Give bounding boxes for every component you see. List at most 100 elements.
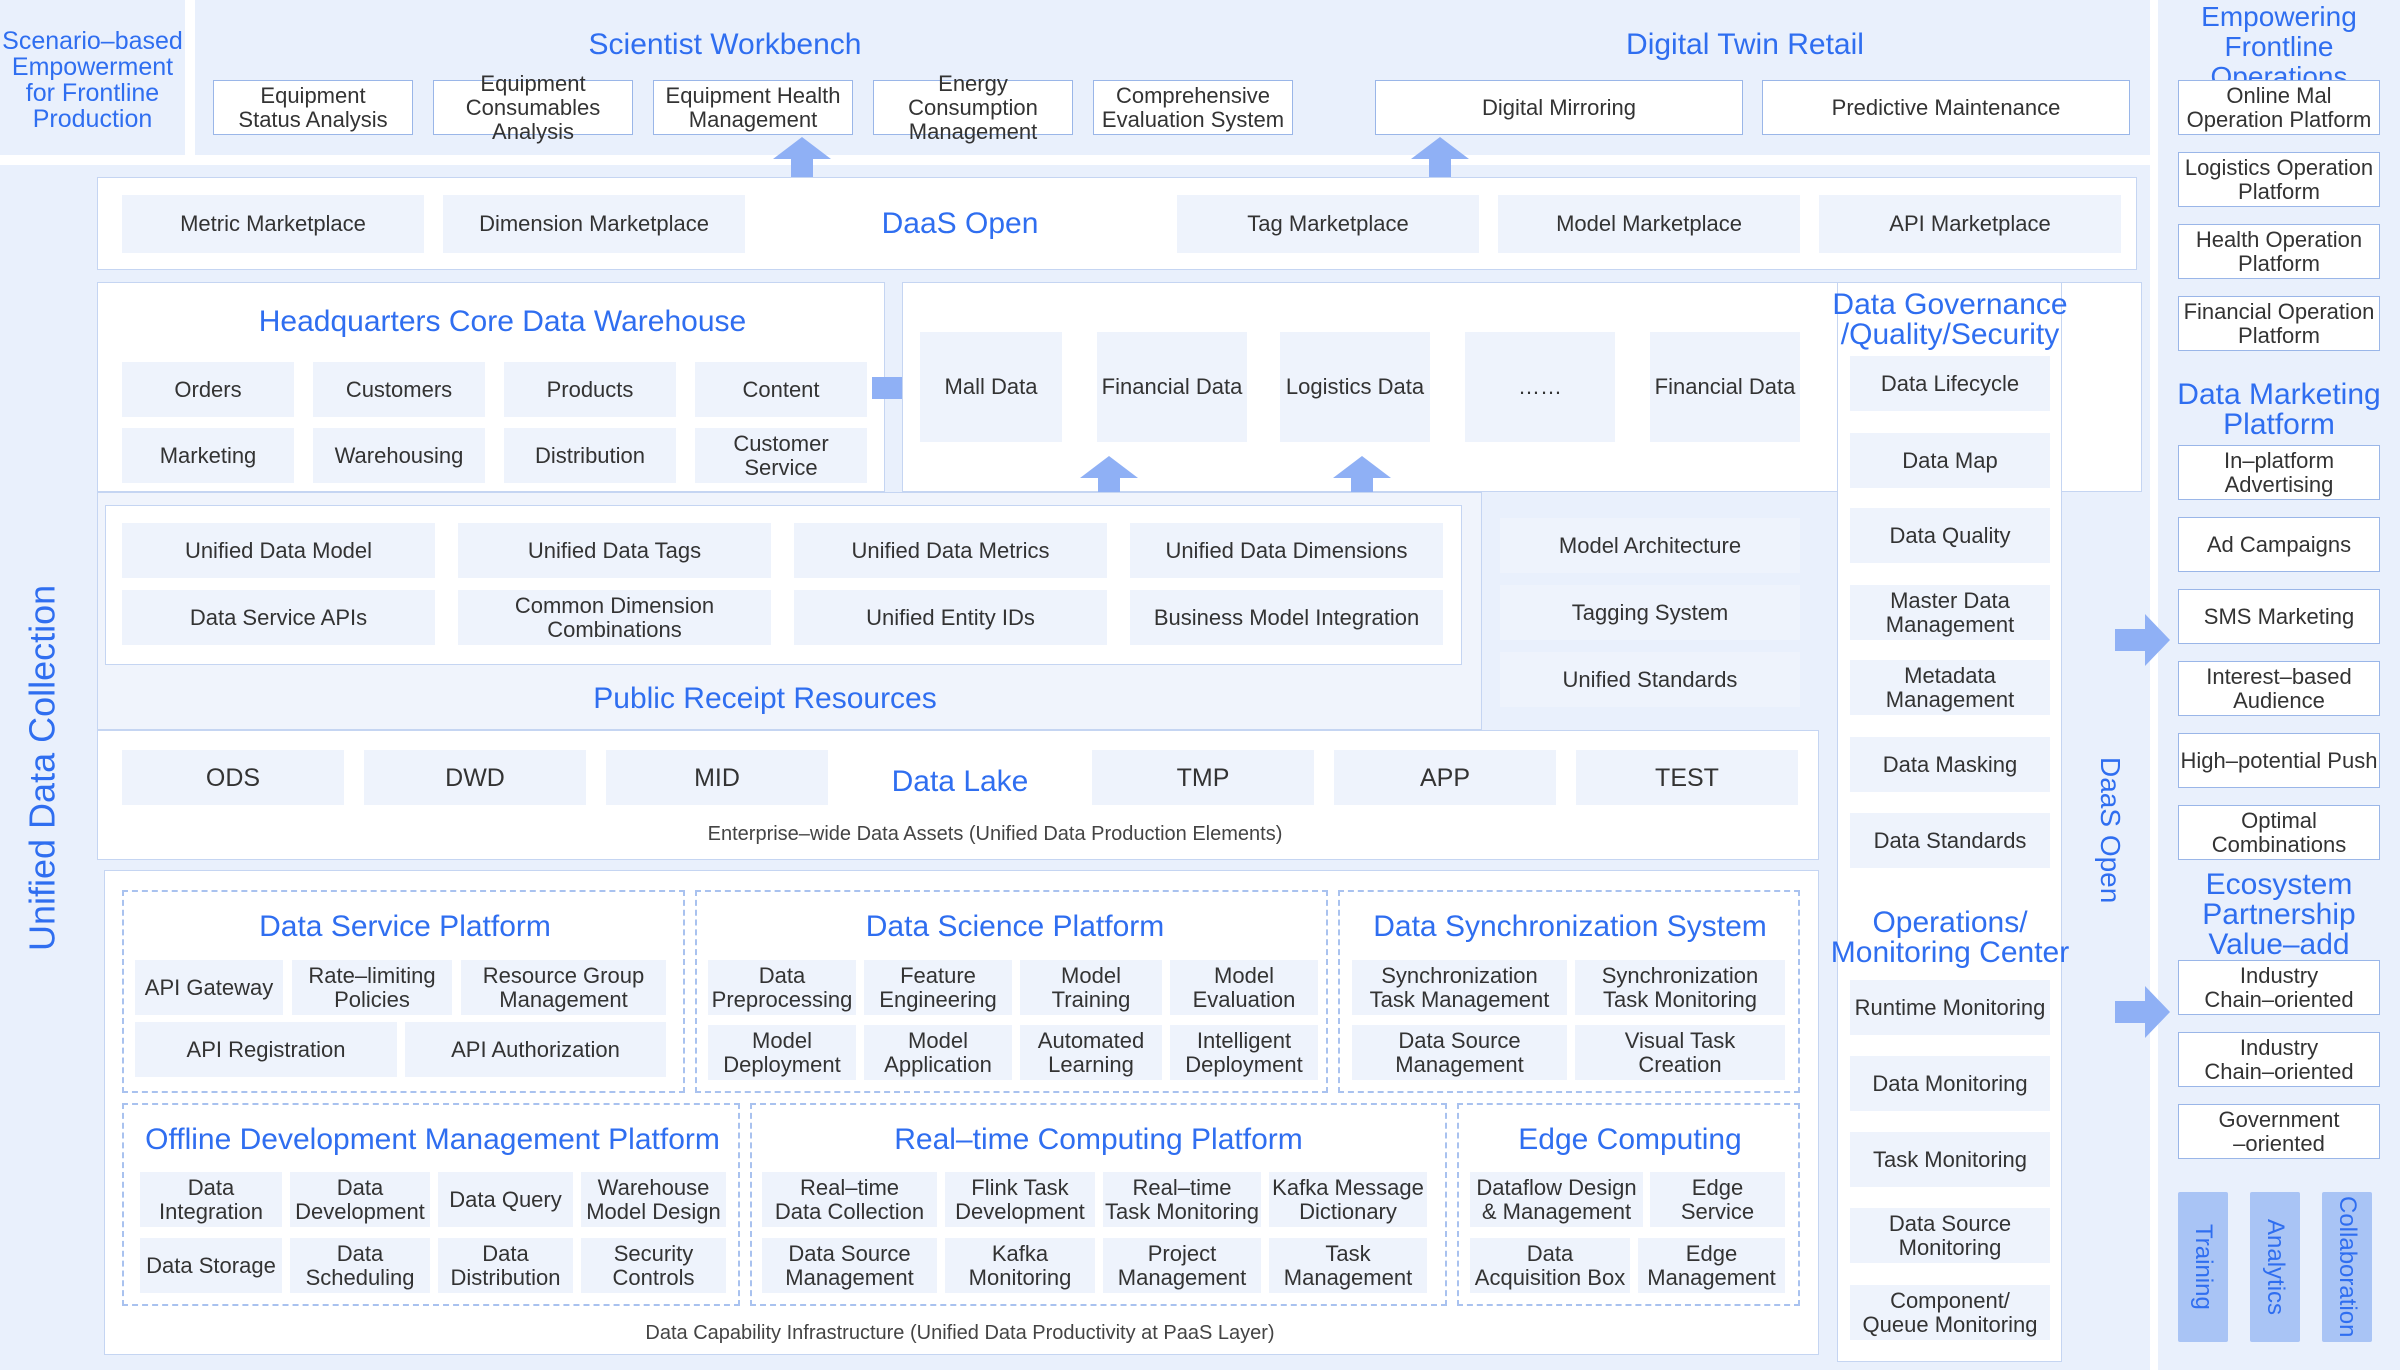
offline-platform-item: Data Storage — [140, 1238, 282, 1293]
warehouse-item: Customers — [313, 362, 485, 417]
workbench-item: Equipment Health Management — [653, 80, 853, 135]
right-arrow-icon — [2115, 614, 2170, 666]
edge-computing-box — [1457, 1103, 1800, 1306]
offline-platform-item: Data Query — [438, 1172, 573, 1227]
frontline-item: Logistics Operation Platform — [2178, 152, 2380, 207]
realtime-platform-item: Data Source Management — [762, 1238, 937, 1293]
bottom-tag-collaboration: Collaboration — [2322, 1192, 2372, 1342]
daas-open-title: DaaS Open — [881, 207, 1039, 240]
public-receipt-item: Common Dimension Combinations — [458, 590, 771, 645]
operations-item: Component/ Queue Monitoring — [1850, 1285, 2050, 1340]
marketplace-item: Metric Marketplace — [122, 195, 424, 253]
marketplace-item: API Marketplace — [1819, 195, 2121, 253]
service-platform-item: API Gateway — [135, 960, 283, 1015]
science-platform-item: Intelligent Deployment — [1170, 1025, 1318, 1080]
public-receipt-item: Unified Data Model — [122, 523, 435, 578]
warehouse-item: Customer Service — [695, 428, 867, 483]
marketplace-item: Tag Marketplace — [1177, 195, 1479, 253]
up-arrow-icon — [773, 137, 831, 192]
governance-item: Master Data Management — [1850, 585, 2050, 640]
warehouse-item: Warehousing — [313, 428, 485, 483]
warehouse-item: Content — [695, 362, 867, 417]
digital-twin-title: Digital Twin Retail — [1626, 28, 1864, 61]
marketing-title: Data Marketing Platform — [2177, 378, 2381, 441]
realtime-platform-box — [750, 1103, 1447, 1306]
science-platform-item: Model Deployment — [708, 1025, 856, 1080]
science-platform-box — [695, 890, 1328, 1093]
service-platform-box — [122, 890, 685, 1093]
data-lake-layer: TEST — [1576, 750, 1798, 805]
science-platform-title: Data Science Platform — [865, 910, 1165, 943]
marketplace-item: Dimension Marketplace — [443, 195, 745, 253]
frontline-title: Empowering Frontline Operations — [2201, 1, 2357, 92]
public-receipt-item: Unified Data Metrics — [794, 523, 1107, 578]
operations-item: Runtime Monitoring — [1850, 980, 2050, 1035]
data-lake-layer: APP — [1334, 750, 1556, 805]
ecosystem-item: Government –oriented — [2178, 1104, 2380, 1159]
digital-twin-item: Predictive Maintenance — [1762, 80, 2130, 135]
up-arrow-icon — [1333, 456, 1391, 508]
governance-item: Data Map — [1850, 433, 2050, 488]
science-platform-item: Automated Learning — [1020, 1025, 1162, 1080]
realtime-platform-item: Real–time Task Monitoring — [1103, 1172, 1261, 1227]
model-column-item: Unified Standards — [1500, 652, 1800, 707]
public-receipt-item: Unified Data Dimensions — [1130, 523, 1443, 578]
warehouse-item: Distribution — [504, 428, 676, 483]
public-receipt-title: Public Receipt Resources — [593, 682, 937, 715]
frontline-item: Online Mal Operation Platform — [2178, 80, 2380, 135]
workbench-item: Energy Consumption Management — [873, 71, 1073, 143]
warehouse-item: Orders — [122, 362, 294, 417]
realtime-platform-item: Kafka Message Dictionary — [1269, 1172, 1427, 1227]
marketing-item: High–potential Push — [2178, 733, 2380, 788]
realtime-platform-item: Project Management — [1103, 1238, 1261, 1293]
public-receipt-item: Data Service APIs — [122, 590, 435, 645]
bottom-tag-analytics: Analytics — [2250, 1192, 2300, 1342]
governance-item: Data Quality — [1850, 508, 2050, 563]
offline-platform-item: Data Development — [290, 1172, 430, 1227]
science-platform-item: Model Evaluation — [1170, 960, 1318, 1015]
governance-item: Data Lifecycle — [1850, 356, 2050, 411]
edge-computing-item: Edge Service — [1650, 1172, 1785, 1227]
domain-data-item: …… — [1465, 332, 1615, 442]
data-lake-layer: MID — [606, 750, 828, 805]
operations-title: Operations/ Monitoring Center — [1830, 906, 2070, 969]
edge-computing-item: Edge Management — [1638, 1238, 1785, 1293]
sync-system-title: Data Synchronization System — [1373, 910, 1767, 943]
offline-platform-item: Data Integration — [140, 1172, 282, 1227]
data-lake-caption: Enterprise–wide Data Assets (Unified Dat… — [707, 823, 1283, 845]
realtime-platform-item: Task Management — [1269, 1238, 1427, 1293]
marketplace-item: Model Marketplace — [1498, 195, 1800, 253]
domain-data-item: Financial Data — [1650, 332, 1800, 442]
edge-computing-item: Dataflow Design & Management — [1470, 1172, 1643, 1227]
workbench-item: Equipment Status Analysis — [213, 80, 413, 135]
science-platform-item: Model Application — [864, 1025, 1012, 1080]
frontline-item: Financial Operation Platform — [2178, 296, 2380, 351]
workbench-item: Comprehensive Evaluation System — [1093, 80, 1293, 135]
marketing-item: Optimal Combinations — [2178, 805, 2380, 860]
warehouse-item: Marketing — [122, 428, 294, 483]
realtime-platform-item: Flink Task Development — [945, 1172, 1095, 1227]
edge-computing-title: Edge Computing — [1518, 1123, 1742, 1156]
hq-warehouse-title: Headquarters Core Data Warehouse — [258, 305, 747, 338]
sync-system-item: Data Source Management — [1352, 1025, 1567, 1080]
public-receipt-item: Unified Entity IDs — [794, 590, 1107, 645]
science-platform-item: Feature Engineering — [864, 960, 1012, 1015]
frontline-item: Health Operation Platform — [2178, 224, 2380, 279]
scenario-title: Scenario–based Empowerment for Frontline… — [2, 27, 183, 133]
science-platform-item: Model Training — [1020, 960, 1162, 1015]
sync-system-box — [1338, 890, 1800, 1093]
governance-title: Data Governance /Quality/Security — [1832, 288, 2068, 351]
offline-platform-box — [122, 1103, 740, 1306]
governance-item: Data Standards — [1850, 813, 2050, 868]
ecosystem-item: Industry Chain–oriented — [2178, 1032, 2380, 1087]
operations-item: Data Source Monitoring — [1850, 1208, 2050, 1263]
domain-data-item: Mall Data — [920, 332, 1062, 442]
sync-system-item: Synchronization Task Management — [1352, 960, 1567, 1015]
data-lake-layer: DWD — [364, 750, 586, 805]
edge-computing-item: Data Acquisition Box — [1470, 1238, 1630, 1293]
offline-platform-item: Data Distribution — [438, 1238, 573, 1293]
bottom-tag-training: Training — [2178, 1192, 2228, 1342]
domain-data-item: Financial Data — [1097, 332, 1247, 442]
warehouse-item: Products — [504, 362, 676, 417]
daas-open-vertical-label: DaaS Open — [2095, 756, 2126, 904]
